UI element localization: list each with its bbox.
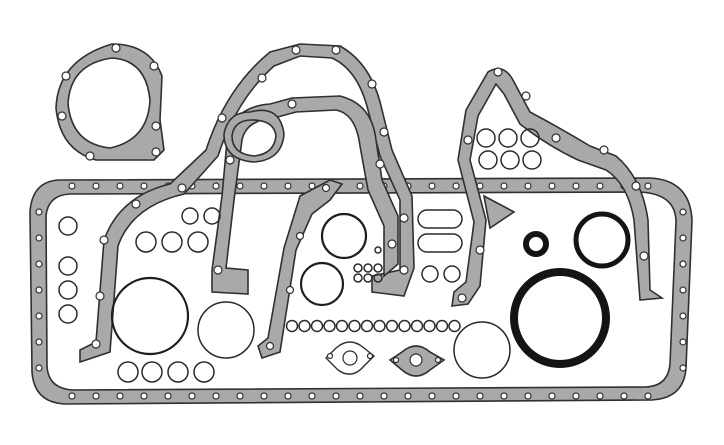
bolt-hole (679, 234, 687, 242)
bolt-hole (68, 182, 76, 190)
large-o-rings (110, 212, 511, 379)
bolt-hole (548, 182, 556, 190)
bolt-hole (35, 260, 43, 268)
small-o-ring (423, 319, 436, 333)
bolt-hole (500, 182, 508, 190)
small-o-ring (285, 319, 299, 333)
bolt-hole (596, 182, 604, 190)
bolt-hole (524, 182, 532, 190)
small-o-ring (385, 319, 399, 333)
rear-cover-gasket (451, 67, 665, 307)
small-o-ring (360, 319, 374, 333)
bolt-hole (35, 312, 43, 320)
bolt-hole (308, 392, 316, 400)
o-ring-cluster-small (135, 207, 221, 253)
bolt-hole (644, 182, 652, 190)
bolt-hole (188, 392, 196, 400)
small-o-ring (448, 319, 461, 333)
bolt-hole (596, 392, 604, 400)
o-ring-cluster-bottom (117, 361, 215, 383)
bolt-hole (212, 182, 220, 190)
bolt-hole (236, 182, 244, 190)
bolt-hole (284, 392, 292, 400)
oil-pan-bolt-holes (35, 182, 687, 400)
bolt-hole (35, 364, 43, 372)
bolt-hole (212, 392, 220, 400)
bolt-hole (679, 338, 687, 346)
oval-seals (417, 209, 463, 283)
bolt-hole (356, 392, 364, 400)
bolt-hole (260, 182, 268, 190)
bolt-hole (452, 392, 460, 400)
small-o-ring (298, 319, 311, 333)
bolt-hole (332, 392, 340, 400)
small-o-ring (398, 319, 411, 333)
bolt-hole (35, 338, 43, 346)
strip-gasket (257, 179, 344, 360)
small-o-ring (310, 319, 324, 333)
small-o-ring (323, 319, 336, 333)
bolt-hole (92, 182, 100, 190)
o-ring-grid-tiny (353, 246, 383, 283)
bolt-hole (679, 312, 687, 320)
bolt-hole (679, 260, 687, 268)
o-ring-row-center (285, 319, 461, 333)
bolt-hole (428, 392, 436, 400)
bolt-hole (476, 392, 484, 400)
small-o-ring (335, 319, 349, 333)
bolt-hole (524, 392, 532, 400)
bolt-hole (35, 234, 43, 242)
bolt-hole (548, 392, 556, 400)
bolt-hole (260, 392, 268, 400)
water-pump-gasket (55, 43, 165, 161)
bolt-hole (35, 208, 43, 216)
small-o-ring (373, 319, 386, 333)
bolt-hole (380, 392, 388, 400)
crankshaft-seals (510, 211, 631, 368)
bolt-hole (140, 182, 148, 190)
bolt-hole (620, 392, 628, 400)
bolt-hole (284, 182, 292, 190)
bolt-hole (679, 286, 687, 294)
bolt-hole (572, 182, 580, 190)
bolt-hole (116, 392, 124, 400)
small-o-ring (348, 319, 361, 333)
small-o-ring (410, 319, 424, 333)
bolt-hole (35, 286, 43, 294)
bolt-hole (452, 182, 460, 190)
bolt-hole (404, 392, 412, 400)
bolt-hole (92, 392, 100, 400)
bolt-hole (500, 392, 508, 400)
bolt-hole (164, 392, 172, 400)
o-ring-cluster-left (58, 216, 78, 324)
bolt-hole (116, 182, 124, 190)
bolt-hole (356, 182, 364, 190)
flange-gasket-right (388, 345, 446, 377)
oil-pan-gasket (29, 177, 693, 405)
bolt-hole (572, 392, 580, 400)
front-plate-gasket (211, 95, 399, 295)
bolt-hole (140, 392, 148, 400)
timing-cover-gasket (79, 43, 415, 364)
bolt-hole (644, 392, 652, 400)
bolt-hole (428, 182, 436, 190)
bolt-hole (679, 364, 687, 372)
flange-gasket-left (325, 341, 376, 375)
bolt-hole (236, 392, 244, 400)
bolt-hole (679, 208, 687, 216)
small-o-ring (435, 319, 449, 333)
o-ring-cluster-top-right (476, 128, 542, 170)
bolt-hole (68, 392, 76, 400)
